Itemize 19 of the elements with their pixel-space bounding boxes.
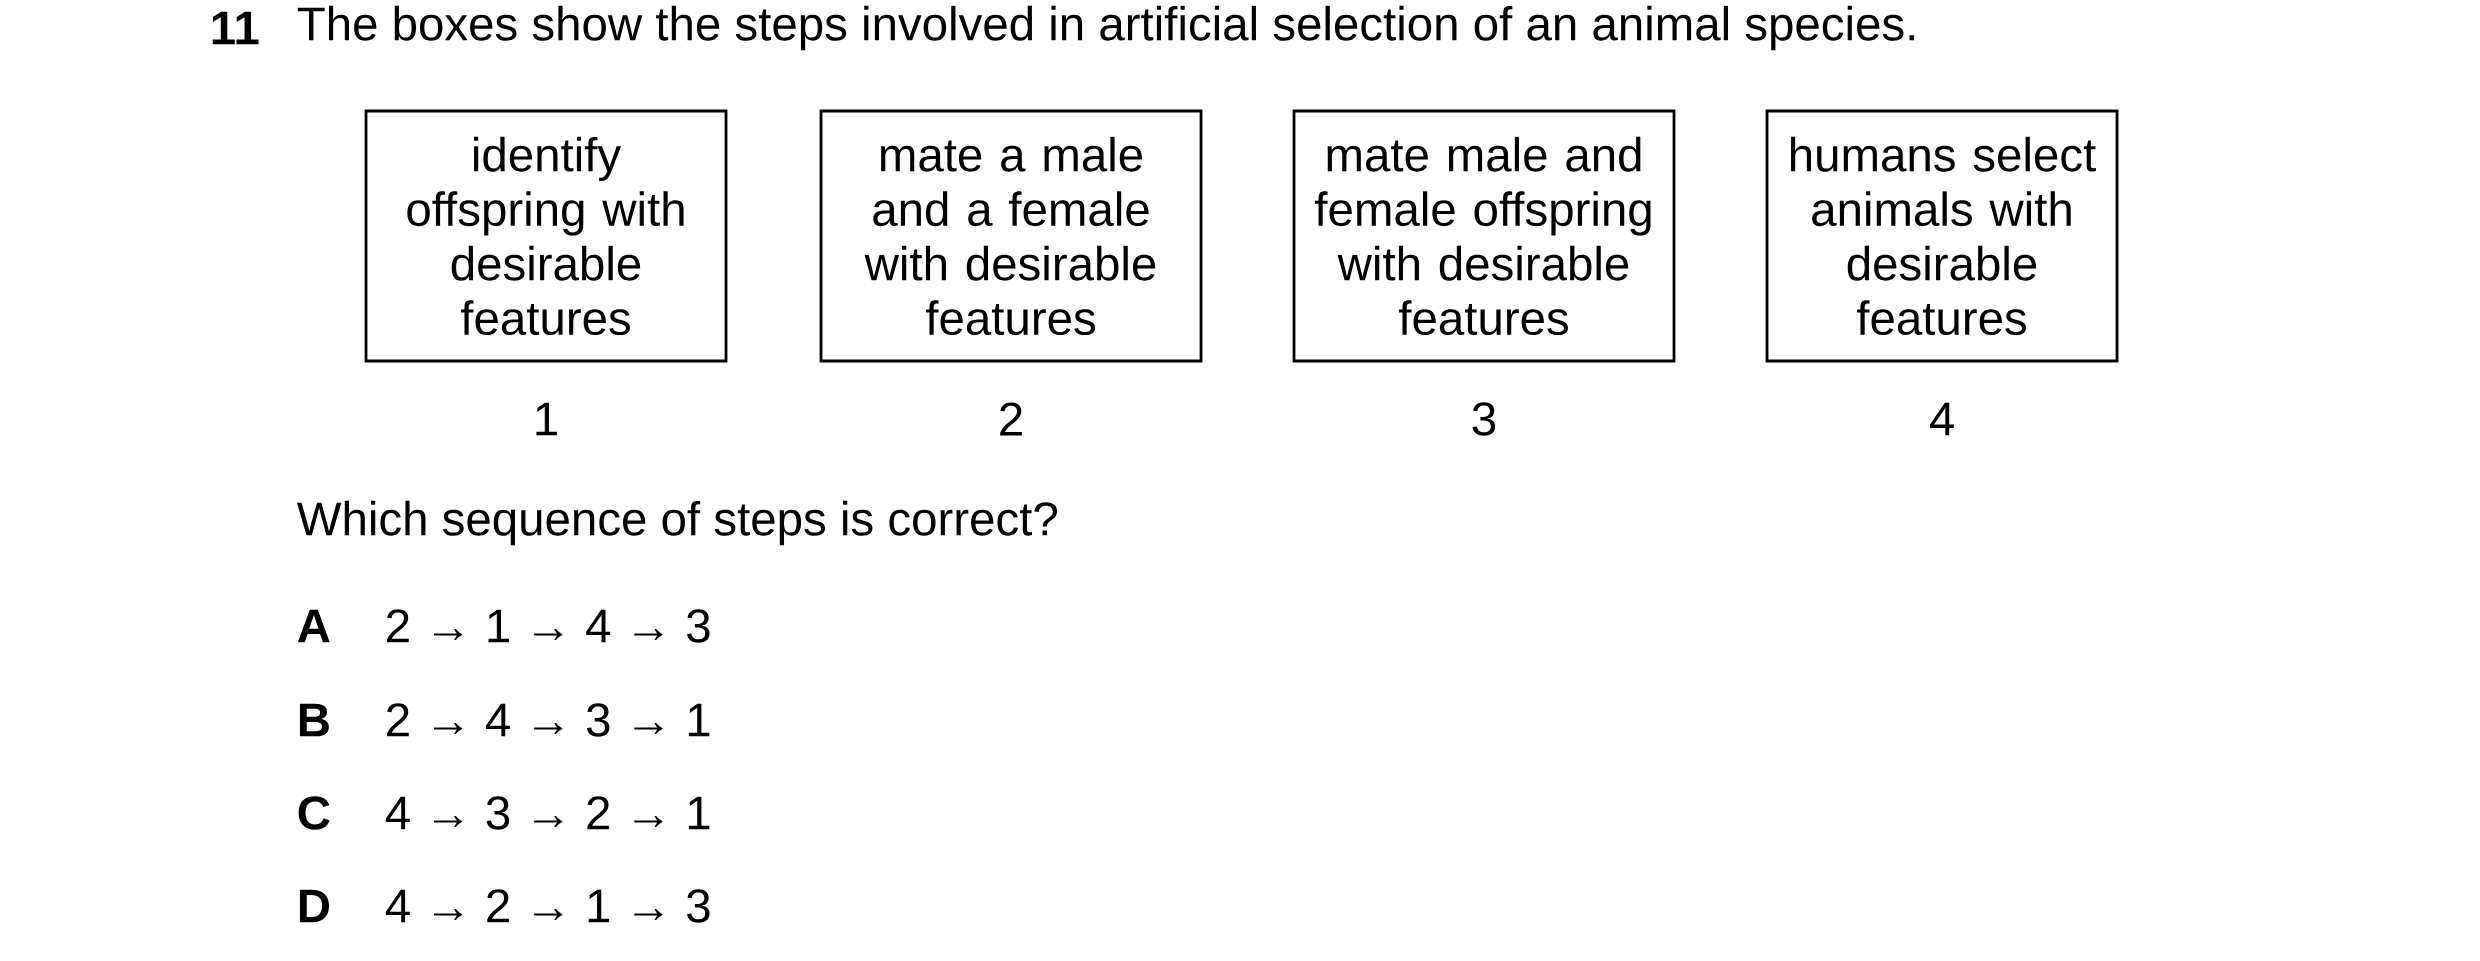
option-sequence: 2 → 1 → 4 → 3 xyxy=(387,609,710,643)
step-number: 4 xyxy=(1929,402,1954,436)
option-sequence: 4 → 3 → 2 → 1 xyxy=(385,796,710,830)
option-letter: B xyxy=(299,703,329,737)
question-text: Which sequence of steps is correct? xyxy=(296,500,1057,546)
option-letter: C xyxy=(298,796,330,830)
step-number: 2 xyxy=(1000,402,1022,436)
step-box: humans select animals with desirable features xyxy=(1765,109,2119,363)
option-sequence: 4 → 2 → 1 → 3 xyxy=(385,889,710,923)
step-number: 1 xyxy=(536,402,557,436)
question-text: The boxes show the steps involved in artificial selection of an animal species. xyxy=(297,5,1914,51)
option-letter: D xyxy=(299,889,329,923)
option-letter: A xyxy=(297,609,330,643)
step-box: identify offspring with desirable features xyxy=(364,109,728,363)
option-sequence: 2 → 4 → 3 → 1 xyxy=(387,703,710,737)
step-box: mate male and female offspring with desirable features xyxy=(1292,109,1676,363)
step-box: mate a male and a female with desirable features xyxy=(819,109,1203,363)
question-number: 11 xyxy=(212,11,259,45)
step-number: 3 xyxy=(1472,402,1496,436)
